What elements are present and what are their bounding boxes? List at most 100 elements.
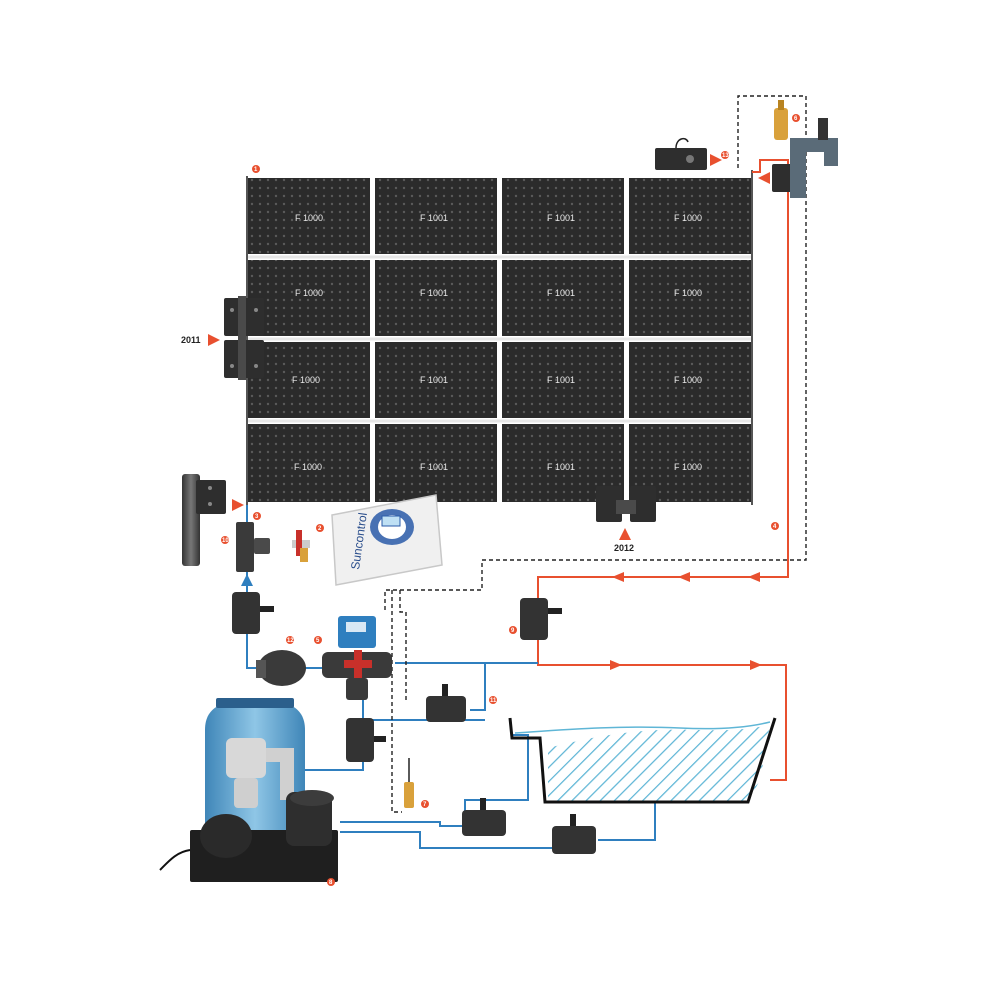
- panel: [502, 260, 624, 336]
- motorized-3-way-valve: [322, 616, 392, 700]
- callout-9: 9: [509, 626, 517, 634]
- callout-1: 1: [252, 165, 260, 173]
- callout-number: 3: [255, 514, 259, 520]
- callout-number: 9: [511, 628, 515, 634]
- air-vent-valve: [774, 100, 788, 140]
- callout-5: 5: [314, 636, 322, 644]
- arrow-icon: [612, 572, 624, 582]
- multiport-valve: [226, 738, 294, 808]
- sand-filter: [205, 698, 305, 840]
- panel: [248, 424, 370, 502]
- ball-valve-bottom-1: [462, 798, 506, 836]
- panel: [248, 178, 370, 254]
- part-label-2011: 2011: [181, 335, 201, 345]
- panel: [375, 178, 497, 254]
- callout-number: 4: [773, 524, 777, 530]
- callout-7: 7: [421, 800, 429, 808]
- panel-row-1: F 1000 F 1001 F 1001 F 1000: [248, 178, 751, 254]
- clamp-2012: [596, 486, 656, 522]
- pointer-arrow-icon: [208, 334, 220, 346]
- callout-number: 1: [254, 167, 258, 173]
- pointer-arrow-icon: [758, 172, 770, 184]
- panel: [375, 342, 497, 418]
- panel-row-4: F 1000 F 1001 F 1001 F 1000: [248, 424, 751, 502]
- ball-valve-bottom-2: [552, 814, 596, 854]
- callout-number: 13: [722, 153, 729, 159]
- callout-6: 6: [792, 114, 800, 122]
- panel-row-2: F 1000 F 1001 F 1001 F 1000: [248, 260, 751, 336]
- callout-8: 8: [327, 878, 335, 886]
- arrow-icon: [748, 572, 760, 582]
- pool-pump: [159, 790, 338, 882]
- panel-label: F 1001: [420, 213, 448, 223]
- panel-label: F 1000: [674, 213, 702, 223]
- pool-water: [548, 725, 770, 802]
- callout-markers: 1 2 3 4 5 6 7 8: [221, 114, 800, 886]
- panel-label: F 1000: [295, 213, 323, 223]
- callout-12: 12: [286, 636, 294, 644]
- callout-number: 7: [423, 802, 427, 808]
- arrow-icon: [610, 660, 622, 670]
- panel-label: F 1000: [674, 375, 702, 385]
- water-surface: [514, 721, 771, 734]
- panel-label: F 1000: [295, 288, 323, 298]
- panel-label: F 1001: [547, 462, 575, 472]
- panel-label: F 1001: [547, 375, 575, 385]
- panel-label: F 1000: [292, 375, 320, 385]
- panel: [502, 178, 624, 254]
- temperature-sensor-box: [655, 137, 707, 170]
- ball-valve-right: [520, 598, 562, 640]
- suncontrol-controller: Suncontrol: [331, 494, 443, 586]
- swimming-pool: [508, 717, 777, 804]
- callout-number: 10: [222, 538, 229, 544]
- arrow-icon: [750, 660, 762, 670]
- callout-number: 8: [329, 880, 333, 886]
- panel: [502, 342, 624, 418]
- ball-valve-left: [232, 592, 274, 634]
- t-piece: [236, 522, 270, 572]
- panel-label: F 1000: [674, 288, 702, 298]
- callout-13: 13: [721, 151, 729, 159]
- callout-number: 11: [490, 698, 497, 704]
- ball-valve-filter: [346, 718, 386, 762]
- panel-label: F 1000: [294, 462, 322, 472]
- arrow-icon: [678, 572, 690, 582]
- red-handle-icon: [344, 650, 372, 678]
- arrow-icon: [241, 574, 253, 586]
- panel-label: F 1001: [420, 462, 448, 472]
- panel-label: F 1001: [420, 288, 448, 298]
- panel: [629, 178, 751, 254]
- panel-label: F 1001: [547, 213, 575, 223]
- pointer-arrow-icon: [619, 528, 631, 540]
- panel: [375, 424, 497, 502]
- end-fitting: [182, 474, 226, 566]
- panel: [629, 260, 751, 336]
- callout-2: 2: [316, 524, 324, 532]
- panel-row-3: F 1000 F 1001 F 1001 F 1000: [248, 342, 751, 418]
- callout-4: 4: [771, 522, 779, 530]
- panel-label: F 1001: [420, 375, 448, 385]
- panel-label: F 1000: [674, 462, 702, 472]
- ball-valve-middle: [426, 684, 466, 722]
- vacuum-valve: [292, 530, 310, 562]
- callout-number: 6: [794, 116, 798, 122]
- panel: [375, 260, 497, 336]
- callout-10: 10: [221, 536, 229, 544]
- callout-3: 3: [253, 512, 261, 520]
- panel-label: F 1001: [547, 288, 575, 298]
- pointer-arrow-icon: [232, 499, 244, 511]
- panel: [629, 342, 751, 418]
- pool-basin: [508, 717, 777, 804]
- callout-number: 5: [316, 638, 320, 644]
- faucet-pipe: [790, 118, 838, 198]
- callout-number: 12: [287, 638, 294, 644]
- hinge-2011: [224, 296, 264, 380]
- callout-number: 2: [318, 526, 322, 532]
- check-valve: [256, 650, 306, 686]
- pointer-arrow-icon: [710, 154, 722, 166]
- solar-panel-array: F 1000 F 1001 F 1001 F 1000 F 1000 F 100…: [246, 170, 753, 505]
- callout-11: 11: [489, 696, 497, 704]
- temperature-probe: [404, 758, 414, 808]
- header-pipes: [246, 255, 753, 423]
